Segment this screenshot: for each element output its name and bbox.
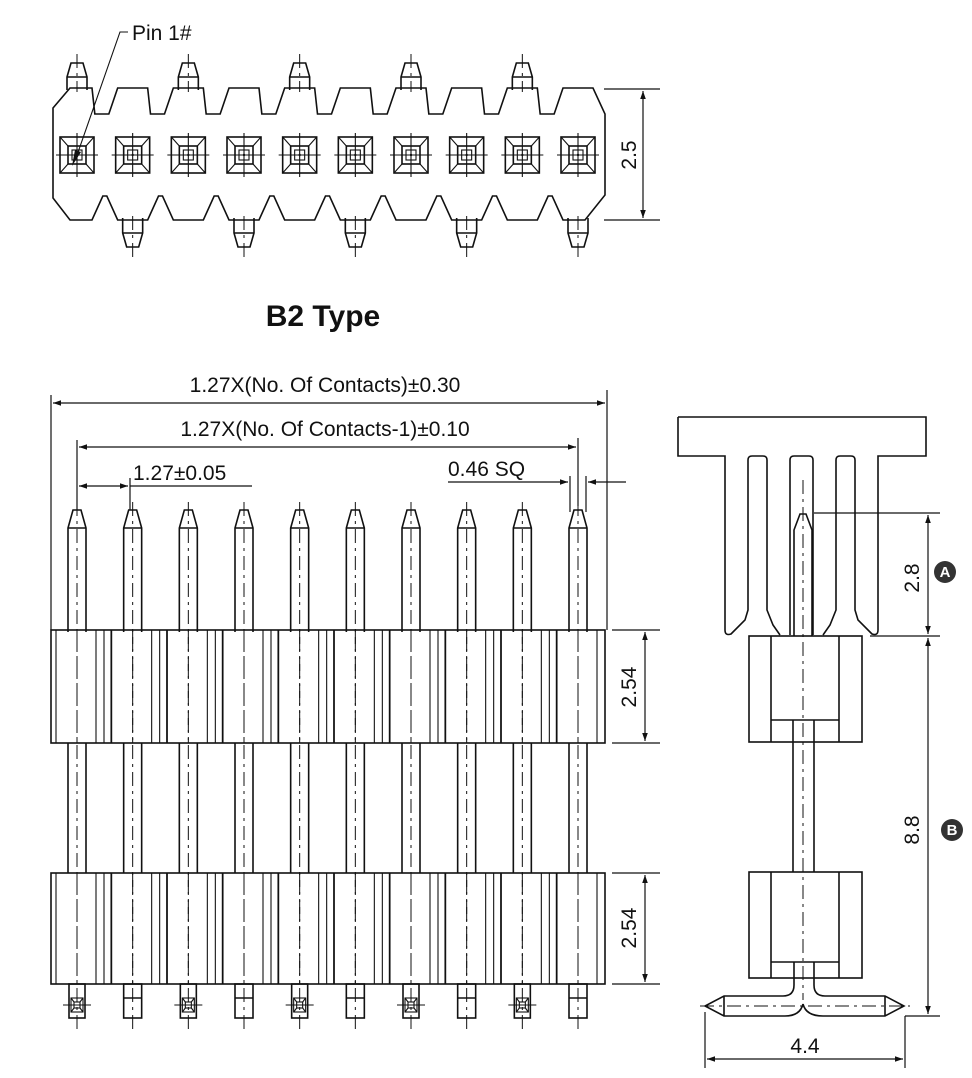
front-view: 1.27X(No. Of Contacts)±0.30 1.27X(No. Of… (50, 374, 660, 1032)
pin-span-value: 1.27X(No. Of Contacts-1)±0.10 (180, 418, 469, 441)
top-view: Pin 1# 2.5 (52, 22, 660, 258)
housing-cell (333, 873, 390, 984)
smt-foot-stub (122, 983, 143, 1019)
housing-cell (389, 630, 446, 743)
housing-cell (445, 630, 502, 743)
top-pin-stub-up (400, 54, 422, 92)
reference-badge-a (934, 561, 956, 583)
housing-cell (222, 630, 279, 743)
housing-cell (166, 630, 223, 743)
drawing-title: B2 Type (266, 300, 380, 333)
smt-foot-stub (345, 983, 366, 1019)
reference-badge-b-label: B (947, 822, 958, 839)
side-lower-housing (748, 871, 863, 979)
upper-housing-dimension (612, 629, 660, 744)
top-contact-square (445, 133, 488, 177)
top-pin-stub-up (511, 54, 534, 92)
lower-housing-value: 2.54 (618, 907, 641, 948)
smt-foot-square (174, 983, 203, 1019)
smt-foot-square (63, 983, 91, 1019)
front-pin (67, 502, 87, 1032)
side-upper-housing (748, 635, 863, 743)
lower-housing (50, 872, 606, 985)
housing-cell (55, 630, 112, 743)
top-contact-square (278, 133, 321, 177)
mating-connector-outline (677, 416, 927, 636)
pin-size-value: 0.46 SQ (448, 458, 525, 481)
housing-cell (389, 873, 446, 984)
top-contact-square (334, 133, 377, 177)
top-pin-stub-up (177, 54, 200, 92)
overall-length-value: 1.27X(No. Of Contacts)±0.30 (190, 374, 461, 397)
pin1-label: Pin 1# (132, 22, 192, 45)
housing-cell (556, 873, 598, 984)
top-pin-stub-down (233, 216, 255, 258)
smt-foot-square (397, 983, 425, 1019)
smt-foot-square (285, 983, 314, 1019)
top-pin-stub-up (66, 54, 88, 92)
housing-cell (445, 873, 502, 984)
housing-cell (278, 630, 335, 743)
height-value: 8.8 (901, 815, 924, 844)
top-contact-square (501, 133, 544, 177)
top-pin-stub-down (121, 216, 144, 258)
housing-cell (500, 873, 557, 984)
top-pin-stub-up (288, 54, 311, 92)
height-dimension (905, 638, 940, 1017)
reference-badge-b (941, 819, 963, 841)
top-pin-stub-down (344, 216, 367, 258)
housing-cell (333, 630, 390, 743)
top-view-housing-outline (52, 87, 606, 221)
housing-cell (111, 630, 168, 743)
housing-cell (111, 873, 168, 984)
top-contact-square (111, 133, 154, 177)
front-pin (289, 502, 310, 1032)
smt-foot-stub (234, 983, 254, 1019)
top-contact-square (56, 133, 98, 177)
mating-length-dimension (814, 512, 940, 637)
front-pin (401, 502, 421, 1032)
upper-housing-value: 2.54 (618, 666, 641, 707)
top-contact-square (557, 133, 599, 177)
front-pin (512, 502, 533, 1032)
housing-cell (556, 630, 598, 743)
lower-housing-dimension (612, 872, 660, 985)
mating-length-value: 2.8 (901, 563, 924, 592)
top-height-dimension (604, 88, 660, 221)
front-pin (178, 502, 199, 1032)
housing-cell (500, 630, 557, 743)
pitch-value: 1.27±0.05 (133, 462, 226, 485)
reference-badge-a-label: A (940, 564, 951, 581)
smt-foot-stub (456, 983, 477, 1019)
foot-width-value: 4.4 (790, 1035, 820, 1058)
top-contact-square (390, 133, 432, 177)
housing-cell (55, 873, 112, 984)
top-contact-square (167, 133, 210, 177)
housing-cell (222, 873, 279, 984)
side-smt-leads (703, 962, 906, 1017)
front-pin (568, 502, 588, 1032)
front-pin (345, 502, 366, 1032)
housing-cell (278, 873, 335, 984)
foot-width-dimension (704, 1012, 906, 1068)
front-pin (122, 502, 143, 1032)
upper-housing (50, 629, 606, 744)
smt-foot-stub (568, 983, 588, 1019)
top-pin-stub-down (455, 216, 478, 258)
top-contact-square (223, 133, 265, 177)
pin1-leader (72, 31, 128, 166)
smt-foot-square (508, 983, 537, 1019)
front-pin (234, 502, 254, 1032)
housing-cell (166, 873, 223, 984)
top-pin-stub-down (567, 216, 589, 258)
top-height-value: 2.5 (618, 140, 641, 169)
side-view: 2.8 A 8.8 B 4.4 (677, 416, 963, 1068)
front-pin (456, 502, 477, 1032)
